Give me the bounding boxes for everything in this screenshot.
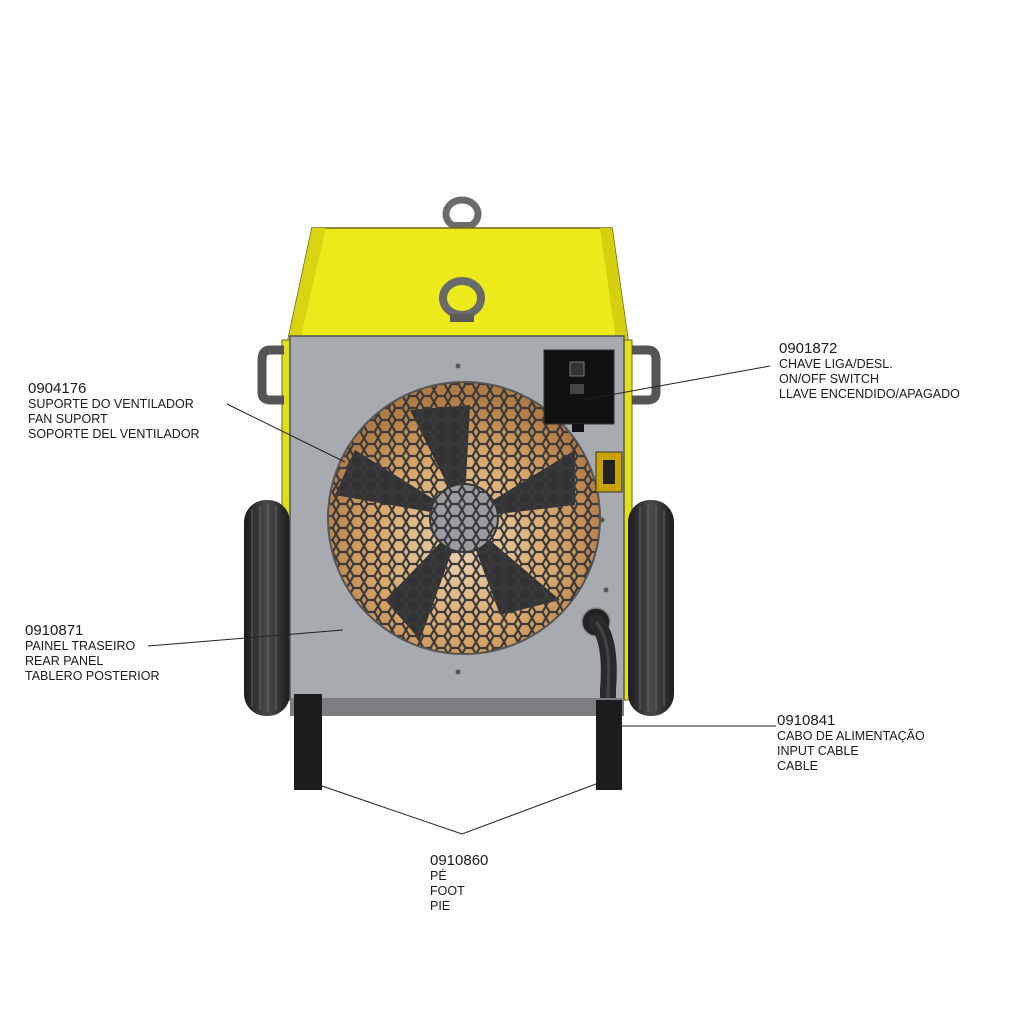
part-number: 0910860 [430, 852, 489, 869]
label-pt: PÉ [430, 869, 447, 883]
label-es: PIE [430, 899, 451, 913]
callout-input-cable: 0910841 CABO DE ALIMENTAÇÃO INPUT CABLE … [777, 712, 925, 774]
label-es: LLAVE ENCENDIDO/APAGADO [779, 387, 960, 401]
leader-foot [321, 783, 597, 835]
leader-switch [581, 365, 771, 401]
callout-foot: 0910860 PÉ FOOT PIE [430, 852, 488, 914]
wheel-right [628, 500, 674, 716]
label-en: FOOT [430, 884, 465, 898]
label-pt: CHAVE LIGA/DESL. [779, 357, 893, 371]
label-pt: PAINEL TRASEIRO [25, 639, 136, 653]
label-en: REAR PANEL [25, 654, 104, 668]
part-number: 0904176 [28, 380, 87, 397]
label-pt: SUPORTE DO VENTILADOR [28, 397, 194, 411]
callout-rear-panel: 0910871 PAINEL TRASEIRO REAR PANEL TABLE… [25, 622, 160, 684]
lifting-eye-housing [439, 277, 485, 322]
switch-box [543, 349, 615, 432]
leader-fan-support [226, 403, 346, 463]
label-en: ON/OFF SWITCH [779, 372, 879, 386]
label-es: TABLERO POSTERIOR [25, 669, 160, 683]
callout-fan-support: 0904176 SUPORTE DO VENTILADOR FAN SUPORT… [28, 380, 200, 442]
part-number: 0901872 [779, 340, 838, 357]
part-number: 0910841 [777, 712, 836, 729]
fan-grille [327, 381, 601, 655]
wheel-left [244, 500, 290, 716]
label-es: CABLE [777, 759, 818, 773]
handle-right [632, 345, 661, 405]
label-es: SOPORTE DEL VENTILADOR [28, 427, 200, 441]
feet [290, 694, 624, 790]
handle-left [257, 345, 284, 405]
label-en: INPUT CABLE [777, 744, 859, 758]
power-cable [581, 607, 617, 748]
callout-switch: 0901872 CHAVE LIGA/DESL. ON/OFF SWITCH L… [779, 340, 960, 402]
label-en: FAN SUPORT [28, 412, 108, 426]
outlet [595, 451, 623, 493]
leader-rear-panel [147, 629, 344, 647]
part-number: 0910871 [25, 622, 84, 639]
label-pt: CABO DE ALIMENTAÇÃO [777, 729, 925, 743]
